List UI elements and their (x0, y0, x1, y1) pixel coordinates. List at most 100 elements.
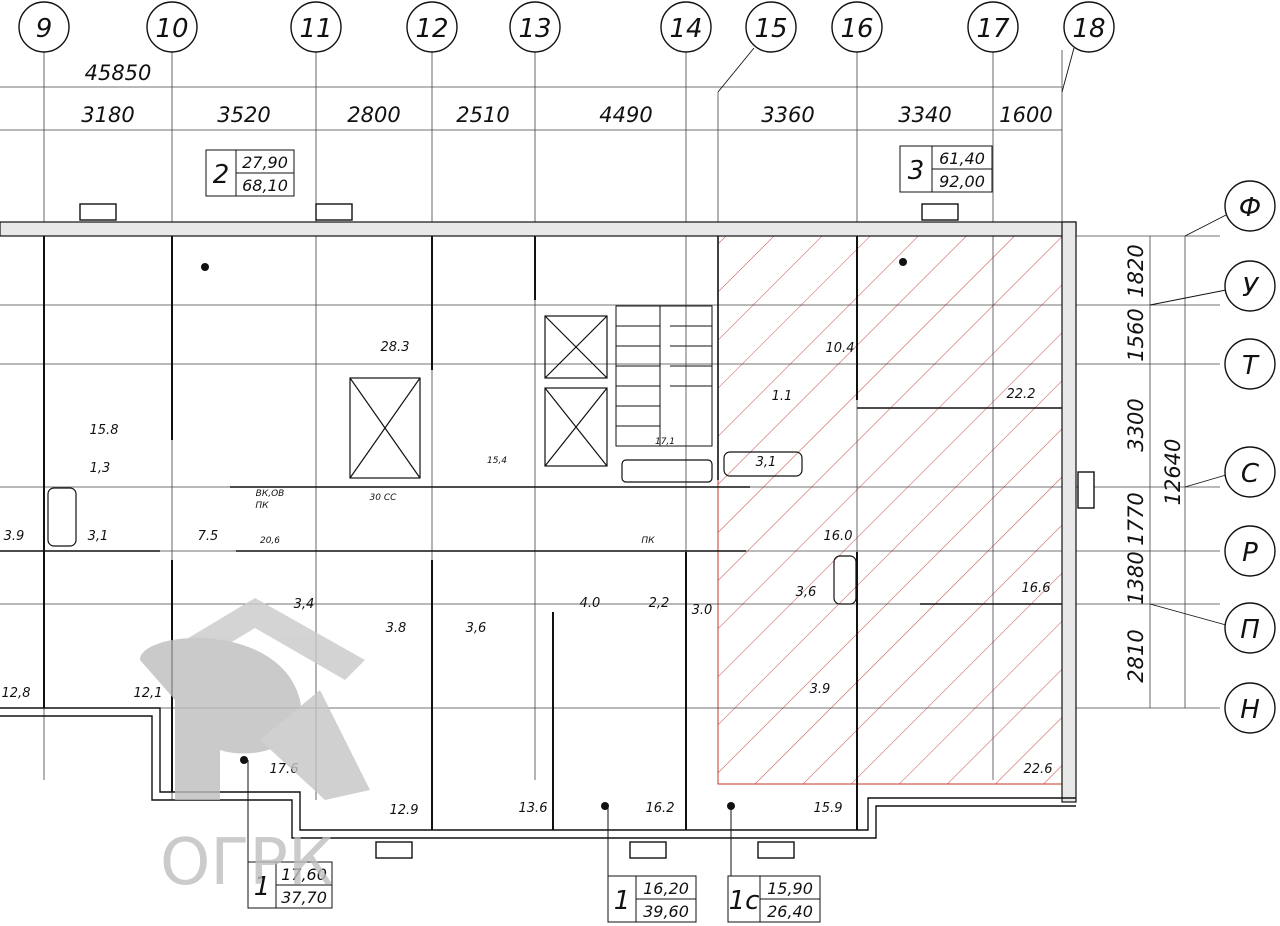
axis-bubble-s: С (1184, 446, 1276, 498)
apartment-rooms: 1 (254, 872, 271, 902)
apartment-tag: 1 16,20 39,60 (607, 806, 697, 923)
room-area: 20,6 (260, 536, 280, 546)
room-area: 1,3 (90, 461, 111, 476)
dimension-label: 3180 (81, 103, 134, 127)
room-area: 15.8 (90, 423, 119, 438)
tech-label: ПК (255, 501, 269, 511)
room-area: 3.8 (386, 621, 407, 636)
dimension-label: 1820 (1124, 244, 1148, 297)
axis-bubble-17: 17 (967, 1, 1019, 53)
dimension-label: 3360 (761, 103, 814, 127)
axis-bubble-18: 18 (1061, 1, 1115, 93)
side-total-dimension: 12640 (1161, 439, 1185, 506)
room-area: 22.2 (1007, 387, 1036, 402)
axis-bubble-13: 13 (509, 1, 561, 53)
windows (79, 203, 1095, 859)
room-area: 3.9 (810, 682, 831, 697)
room-area: 12,1 (134, 686, 163, 701)
room-area: 22.6 (1024, 762, 1053, 777)
dimension-label: 1600 (999, 103, 1052, 127)
side-dimensions: 1820 1560 3300 1770 1380 2810 12640 (1124, 244, 1185, 682)
tech-label: 30 СС (370, 493, 398, 503)
axis-label: 10 (155, 14, 188, 44)
axis-label: 11 (299, 14, 332, 44)
axis-label: С (1241, 459, 1260, 489)
dimension-label: 3300 (1124, 398, 1148, 451)
room-area: 3,1 (756, 455, 777, 470)
room-area: 13.6 (519, 801, 548, 816)
axis-label: Н (1240, 695, 1260, 725)
apartment-living-area: 17,60 (281, 865, 327, 884)
walls (0, 221, 1077, 839)
apartment-tag: 1 17,60 37,70 (247, 760, 333, 909)
room-area: 3,4 (294, 597, 315, 612)
axis-bubble-12: 12 (406, 1, 458, 53)
watermark-text: ОГРК (160, 826, 333, 900)
room-area: 16.6 (1022, 581, 1051, 596)
room-area: 15.9 (814, 801, 843, 816)
room-markers (201, 258, 907, 810)
room-area: 3,6 (796, 585, 817, 600)
axis-bubble-16: 16 (831, 1, 883, 53)
apartment-total-area: 39,60 (643, 902, 689, 921)
dimension-label: 2510 (456, 103, 509, 127)
axis-bubbles-horizontal: Ф У Т С Р П Н (1149, 180, 1276, 734)
axis-bubble-t: Т (1224, 338, 1276, 390)
dimension-label: 1380 (1124, 551, 1148, 604)
dimension-label: 3520 (217, 103, 270, 127)
apartment-living-area: 15,90 (767, 879, 813, 898)
axis-label: У (1242, 273, 1260, 303)
room-area: 12.9 (390, 803, 419, 818)
axis-label: Т (1242, 351, 1260, 381)
tech-label: ПК (641, 536, 655, 546)
dimension-label: 1560 (1124, 308, 1148, 361)
apartment-rooms: 3 (908, 156, 925, 186)
axis-label: 13 (518, 14, 551, 44)
dimension-label: 2800 (347, 103, 400, 127)
axis-bubble-f: Ф (1184, 180, 1276, 237)
tech-label: ВК,ОВ (256, 489, 285, 499)
dimension-label: 3340 (898, 103, 951, 127)
apartment-tag: 3 61,40 92,00 (899, 145, 993, 193)
axis-label: 16 (840, 14, 873, 44)
axis-bubble-14: 14 (660, 1, 712, 53)
room-area: 3.0 (692, 603, 713, 618)
apartment-total-area: 92,00 (939, 172, 985, 191)
apartment-total-area: 37,70 (281, 888, 327, 907)
room-area: 15,4 (487, 456, 507, 466)
apartment-living-area: 61,40 (939, 149, 985, 168)
dimension-label: 1770 (1124, 492, 1148, 545)
staircase (615, 305, 713, 447)
axis-label: Р (1242, 538, 1258, 568)
axis-bubble-r: Р (1224, 525, 1276, 577)
axis-bubble-10: 10 (146, 1, 198, 53)
apartment-living-area: 27,90 (242, 153, 288, 172)
room-area: 4.0 (580, 596, 601, 611)
watermark-logo: ОГРК (140, 598, 370, 900)
room-area: 12,8 (2, 686, 31, 701)
apartment-rooms: 2 (213, 160, 230, 190)
apartment-living-area: 16,20 (643, 879, 689, 898)
axis-label: 15 (754, 14, 787, 44)
room-area: 3,6 (466, 621, 487, 636)
axis-label: П (1240, 615, 1260, 645)
hatched-apartment (717, 235, 1063, 785)
overall-dimension: 45850 (85, 61, 152, 85)
axis-label: 17 (976, 14, 1010, 44)
room-area: 16.0 (824, 529, 853, 544)
axis-label: 18 (1072, 14, 1105, 44)
axis-bubble-u: У (1149, 260, 1276, 312)
axis-label: Ф (1239, 193, 1261, 223)
room-area: 16.2 (646, 801, 675, 816)
axis-bubble-15: 15 (717, 1, 797, 93)
apartment-total-area: 68,10 (242, 176, 288, 195)
room-area: 3,1 (88, 529, 109, 544)
axis-bubble-9: 9 (18, 1, 70, 53)
bathtubs (47, 451, 857, 605)
dimension-label: 4490 (599, 103, 652, 127)
room-area: 28.3 (381, 340, 410, 355)
apartment-rooms: 1 (614, 886, 631, 916)
apartment-tag: 1с 15,90 26,40 (727, 806, 821, 923)
room-area: 3.9 (4, 529, 25, 544)
